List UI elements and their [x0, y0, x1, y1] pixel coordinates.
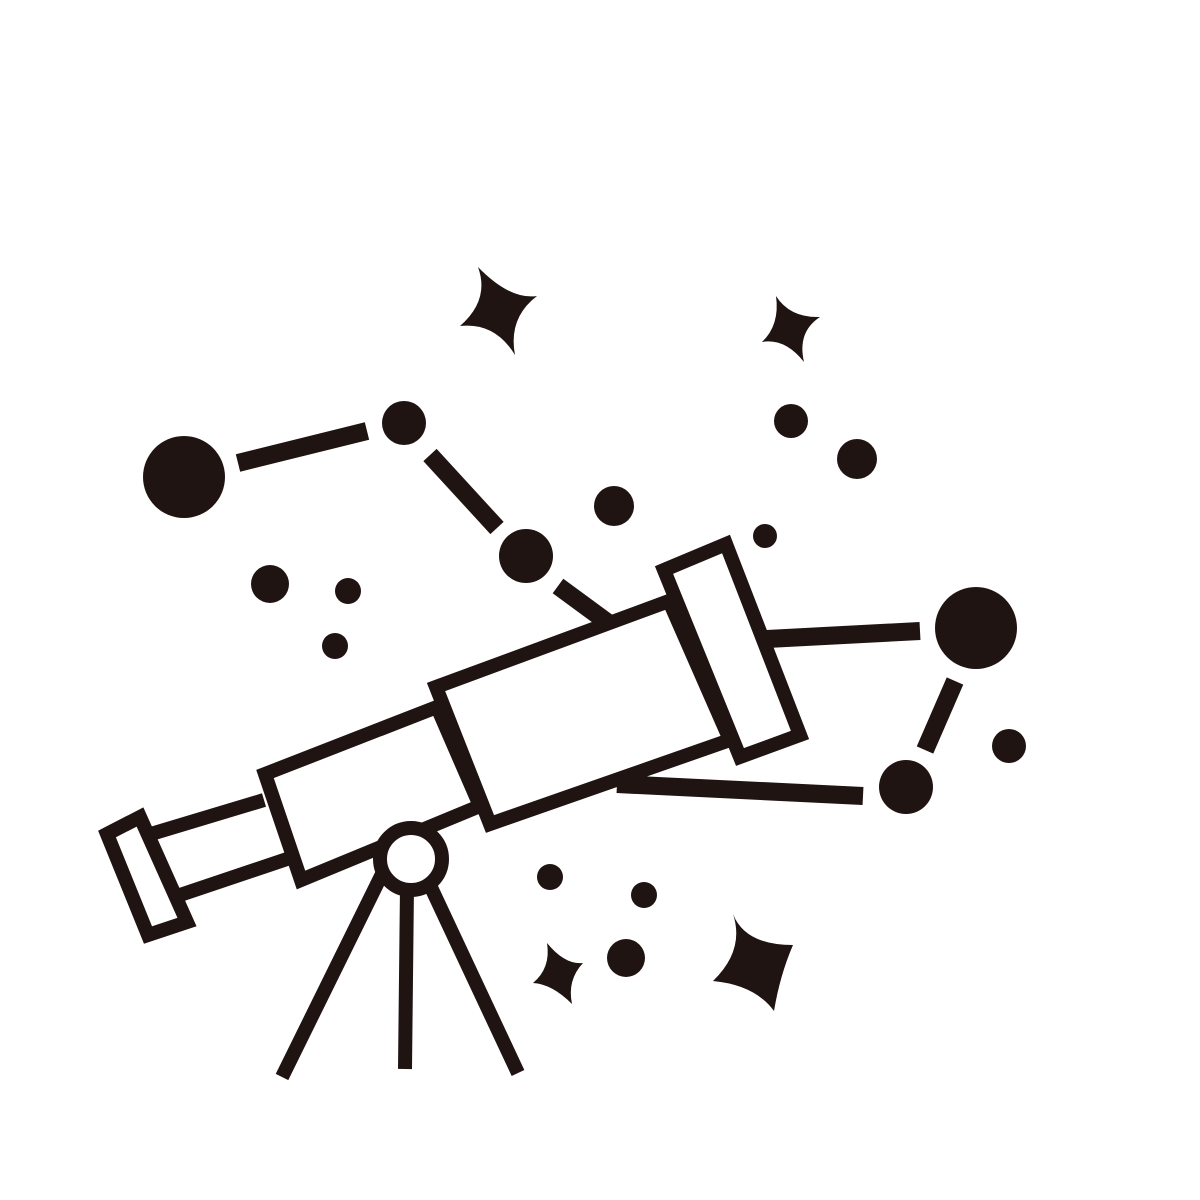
star-dot-icon	[143, 436, 225, 518]
star-dot-icon	[594, 486, 634, 526]
star-dot-icon	[335, 578, 361, 604]
sparkle-star-icon	[713, 914, 793, 1011]
telescope-eyepiece-top	[148, 793, 267, 841]
tripod-leg-left	[275, 868, 390, 1081]
sparkle-star-icon	[533, 943, 583, 1004]
tripod-leg-center	[398, 885, 414, 1070]
sparkle-stars	[460, 267, 820, 1011]
telescope-eyepiece-bottom	[177, 851, 293, 902]
star-dot-icon	[382, 401, 426, 445]
star-dot-icon	[774, 404, 808, 438]
telescope-lens-hood	[654, 534, 810, 766]
star-dot-icon	[879, 760, 933, 814]
tripod-icon	[275, 868, 525, 1081]
star-dot-icon	[322, 633, 348, 659]
sparkle-star-icon	[762, 296, 820, 362]
constellation-right	[616, 587, 1017, 814]
telescope-mount-joint	[373, 821, 449, 897]
star-dots	[251, 404, 1026, 977]
constellation-line	[552, 578, 613, 630]
sparkle-star-icon	[460, 267, 537, 355]
tripod-leg-right	[421, 878, 525, 1076]
constellation-line	[235, 422, 370, 472]
star-dot-icon	[992, 729, 1026, 763]
constellation-line	[423, 448, 504, 535]
star-dot-icon	[837, 439, 877, 479]
star-dot-icon	[935, 587, 1017, 669]
star-dot-icon	[607, 939, 645, 977]
telescope-eyepiece-cap	[98, 807, 197, 944]
constellation-line	[616, 775, 864, 805]
constellation-line	[916, 677, 964, 754]
telescope-icon	[98, 534, 810, 944]
star-dot-icon	[537, 864, 563, 890]
star-dot-icon	[251, 565, 289, 603]
star-dot-icon	[499, 529, 553, 583]
constellation-line	[766, 622, 921, 648]
star-dot-icon	[753, 524, 777, 548]
constellation-upper	[143, 401, 613, 630]
star-dot-icon	[631, 882, 657, 908]
